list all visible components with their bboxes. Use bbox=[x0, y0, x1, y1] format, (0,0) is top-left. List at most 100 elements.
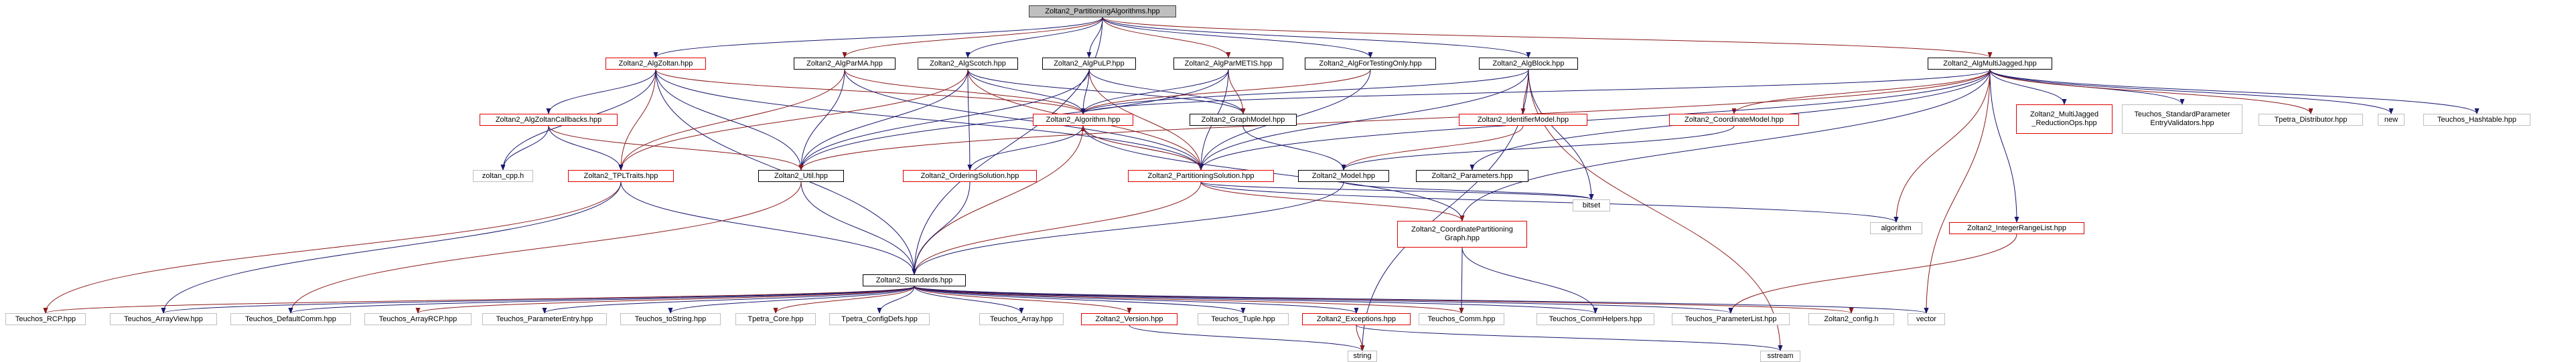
edge-root-to-algblock bbox=[1102, 17, 1531, 58]
node-string: string bbox=[1348, 351, 1377, 362]
edge-standards-to-comm bbox=[914, 286, 1464, 314]
edge-partitioningsolution-to-coordpartgraph bbox=[1200, 181, 1465, 221]
node-defaultcomm: Teuchos_DefaultComm.hpp bbox=[230, 313, 351, 325]
edge-standards-to-arrayview bbox=[161, 286, 915, 314]
node-array: Teuchos_Array.hpp bbox=[979, 313, 1064, 325]
edge-coordinatemodel-to-model bbox=[1341, 125, 1735, 171]
node-hashtable: Teuchos_Hashtable.hpp bbox=[2423, 114, 2530, 126]
node-algmultijagged[interactable]: Zoltan2_AlgMultiJagged.hpp bbox=[1928, 58, 2052, 70]
edge-algparma-to-algorithm bbox=[844, 69, 1086, 114]
node-algorithm[interactable]: Zoltan2_Algorithm.hpp bbox=[1033, 114, 1133, 126]
edge-partitioningsolution-to-bitset bbox=[1200, 181, 1594, 200]
edge-algmultijagged-to-new bbox=[1989, 69, 2394, 114]
node-orderingsolution[interactable]: Zoltan2_OrderingSolution.hpp bbox=[903, 170, 1037, 182]
node-vector: vector bbox=[1908, 313, 1945, 325]
node-algparma[interactable]: Zoltan2_AlgParMA.hpp bbox=[794, 58, 896, 70]
node-bitset: bitset bbox=[1573, 199, 1610, 211]
node-tpetracore: Tpetra_Core.hpp bbox=[735, 313, 816, 325]
edge-algmultijagged-to-tpetradistributor bbox=[1989, 69, 2313, 114]
edge-algblock-to-string bbox=[1360, 69, 1529, 351]
node-graphmodel[interactable]: Zoltan2_GraphModel.hpp bbox=[1190, 114, 1297, 126]
edge-algparmetis-to-util bbox=[798, 69, 1229, 171]
edge-algparma-to-partitioningsolution bbox=[844, 69, 1204, 171]
node-identifiermodel[interactable]: Zoltan2_IdentifierModel.hpp bbox=[1459, 114, 1587, 126]
node-rcp: Teuchos_RCP.hpp bbox=[5, 313, 86, 325]
node-config: Zoltan2_config.h bbox=[1808, 313, 1894, 325]
edge-algparma-to-util bbox=[798, 69, 845, 171]
edge-tpltraits-to-rcp bbox=[43, 181, 622, 314]
edge-algscotch-to-graphmodel bbox=[967, 69, 1246, 114]
edge-root-to-standards bbox=[912, 17, 1103, 275]
node-algparmetis[interactable]: Zoltan2_AlgParMETIS.hpp bbox=[1173, 58, 1283, 70]
node-partitioningsolution[interactable]: Zoltan2_PartitioningSolution.hpp bbox=[1128, 170, 1274, 182]
node-integerrangelist[interactable]: Zoltan2_IntegerRangeList.hpp bbox=[1949, 222, 2084, 234]
edge-model-to-standards bbox=[912, 181, 1344, 275]
node-stdparamvalidators: Teuchos_StandardParameter EntryValidator… bbox=[2122, 104, 2242, 134]
edge-standards-to-parameterlist bbox=[914, 286, 1733, 314]
edge-algzoltan-to-callbacks bbox=[546, 69, 656, 114]
node-root[interactable]: Zoltan2_PartitioningAlgorithms.hpp bbox=[1029, 5, 1176, 17]
node-util[interactable]: Zoltan2_Util.hpp bbox=[758, 170, 844, 182]
node-algfortesting[interactable]: Zoltan2_AlgForTestingOnly.hpp bbox=[1305, 58, 1436, 70]
edge-algpulp-to-algorithm bbox=[1080, 69, 1090, 114]
edge-integerrangelist-to-parameterlist bbox=[1728, 234, 2017, 314]
edge-standards-to-tpetracore bbox=[773, 286, 915, 314]
node-algscotch[interactable]: Zoltan2_AlgScotch.hpp bbox=[918, 58, 1018, 70]
edge-callbacks-to-util bbox=[548, 125, 804, 171]
edge-standards-to-parameterentry bbox=[542, 286, 915, 314]
node-mjreduction[interactable]: Zoltan2_MultiJagged _ReductionOps.hpp bbox=[2016, 104, 2113, 134]
node-standards[interactable]: Zoltan2_Standards.hpp bbox=[863, 274, 966, 286]
edge-algblock-to-sstream bbox=[1528, 69, 1783, 351]
edge-util-to-defaultcomm bbox=[288, 181, 802, 314]
edge-standards-to-vector bbox=[914, 286, 1928, 314]
edge-model-to-bitset bbox=[1343, 181, 1594, 200]
edge-standards-to-tostring bbox=[668, 286, 915, 314]
edge-standards-to-defaultcomm bbox=[288, 286, 915, 314]
node-version[interactable]: Zoltan2_Version.hpp bbox=[1081, 313, 1177, 325]
node-coordpartgraph[interactable]: Zoltan2_CoordinatePartitioning Graph.hpp bbox=[1397, 221, 1527, 248]
edge-partitioningsolution-to-algorithm_std bbox=[1200, 181, 1899, 223]
edge-standards-to-arrayrcp bbox=[415, 286, 915, 314]
edge-algmultijagged-to-integerrangelist bbox=[1989, 69, 2019, 223]
edge-standards-to-version bbox=[914, 286, 1132, 314]
node-parameters[interactable]: Zoltan2_Parameters.hpp bbox=[1416, 170, 1528, 182]
edge-algblock-to-algorithm bbox=[1080, 69, 1529, 114]
node-tpltraits[interactable]: Zoltan2_TPLTraits.hpp bbox=[568, 170, 674, 182]
node-parameterlist: Teuchos_ParameterList.hpp bbox=[1672, 313, 1790, 325]
node-tuple: Teuchos_Tuple.hpp bbox=[1198, 313, 1289, 325]
node-exceptions[interactable]: Zoltan2_Exceptions.hpp bbox=[1302, 313, 1411, 325]
node-model[interactable]: Zoltan2_Model.hpp bbox=[1298, 170, 1389, 182]
node-algblock[interactable]: Zoltan2_AlgBlock.hpp bbox=[1479, 58, 1578, 70]
edge-root-to-algparma bbox=[842, 17, 1103, 58]
node-algpulp[interactable]: Zoltan2_AlgPuLP.hpp bbox=[1042, 58, 1136, 70]
node-arrayview: Teuchos_ArrayView.hpp bbox=[110, 313, 217, 325]
node-tostring: Teuchos_toString.hpp bbox=[620, 313, 721, 325]
node-comm: Teuchos_Comm.hpp bbox=[1419, 313, 1504, 325]
node-sstream: sstream bbox=[1760, 351, 1800, 362]
edge-algzoltan-to-algorithm bbox=[655, 69, 1086, 114]
edge-algmultijagged-to-coordpartgraph bbox=[1459, 69, 1991, 221]
edge-root-to-algzoltan bbox=[653, 17, 1103, 58]
edge-algmultijagged-to-mjreduction bbox=[1989, 69, 2067, 105]
node-coordinatemodel[interactable]: Zoltan2_CoordinateModel.hpp bbox=[1669, 114, 1799, 126]
node-algorithm_std: algorithm bbox=[1870, 222, 1922, 234]
node-callbacks[interactable]: Zoltan2_AlgZoltanCallbacks.hpp bbox=[480, 114, 618, 126]
edge-orderingsolution-to-standards bbox=[912, 181, 971, 275]
edge-algpulp-to-util bbox=[798, 69, 1090, 171]
edge-standards-to-rcp bbox=[44, 286, 915, 314]
edge-coordpartgraph-to-comm bbox=[1459, 247, 1464, 314]
edge-standards-to-commhelpers bbox=[914, 286, 1598, 314]
edge-algparmetis-to-algorithm bbox=[1080, 69, 1229, 114]
node-tpetraconfigdefs: Tpetra_ConfigDefs.hpp bbox=[829, 313, 930, 325]
edge-exceptions-to-string bbox=[1356, 325, 1365, 351]
edge-root-to-algmultijagged bbox=[1102, 17, 1993, 58]
edge-algmultijagged-to-partitioningsolution bbox=[1198, 69, 1991, 171]
edge-partitioningsolution-to-algorithm bbox=[1080, 125, 1202, 171]
edge-algscotch-to-util bbox=[798, 69, 969, 171]
node-commhelpers: Teuchos_CommHelpers.hpp bbox=[1536, 313, 1654, 325]
edge-algzoltan-to-util bbox=[655, 69, 804, 171]
edge-graphmodel-to-model bbox=[1242, 125, 1346, 171]
node-arrayrcp: Teuchos_ArrayRCP.hpp bbox=[364, 313, 472, 325]
edge-algscotch-to-algorithm bbox=[967, 69, 1086, 114]
node-algzoltan[interactable]: Zoltan2_AlgZoltan.hpp bbox=[605, 58, 706, 70]
